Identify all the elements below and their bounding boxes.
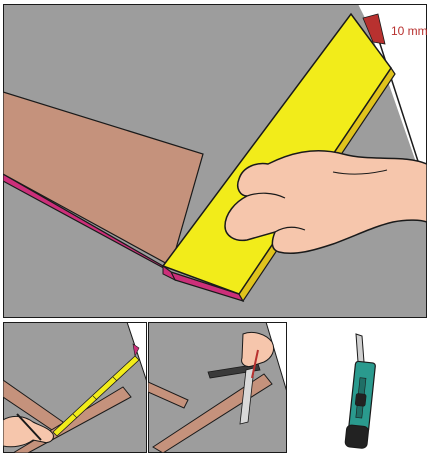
step-measure-illustration bbox=[3, 322, 147, 453]
tool-illustration bbox=[288, 322, 427, 453]
gap-label: 10 mm bbox=[391, 24, 427, 38]
step-mark-illustration bbox=[148, 322, 287, 453]
step-mark-panel bbox=[148, 322, 287, 453]
tool-panel bbox=[288, 322, 427, 453]
step-measure-panel bbox=[3, 322, 147, 453]
main-illustration: 10 mm bbox=[3, 4, 427, 318]
main-illustration-panel: 10 mm bbox=[3, 4, 427, 318]
